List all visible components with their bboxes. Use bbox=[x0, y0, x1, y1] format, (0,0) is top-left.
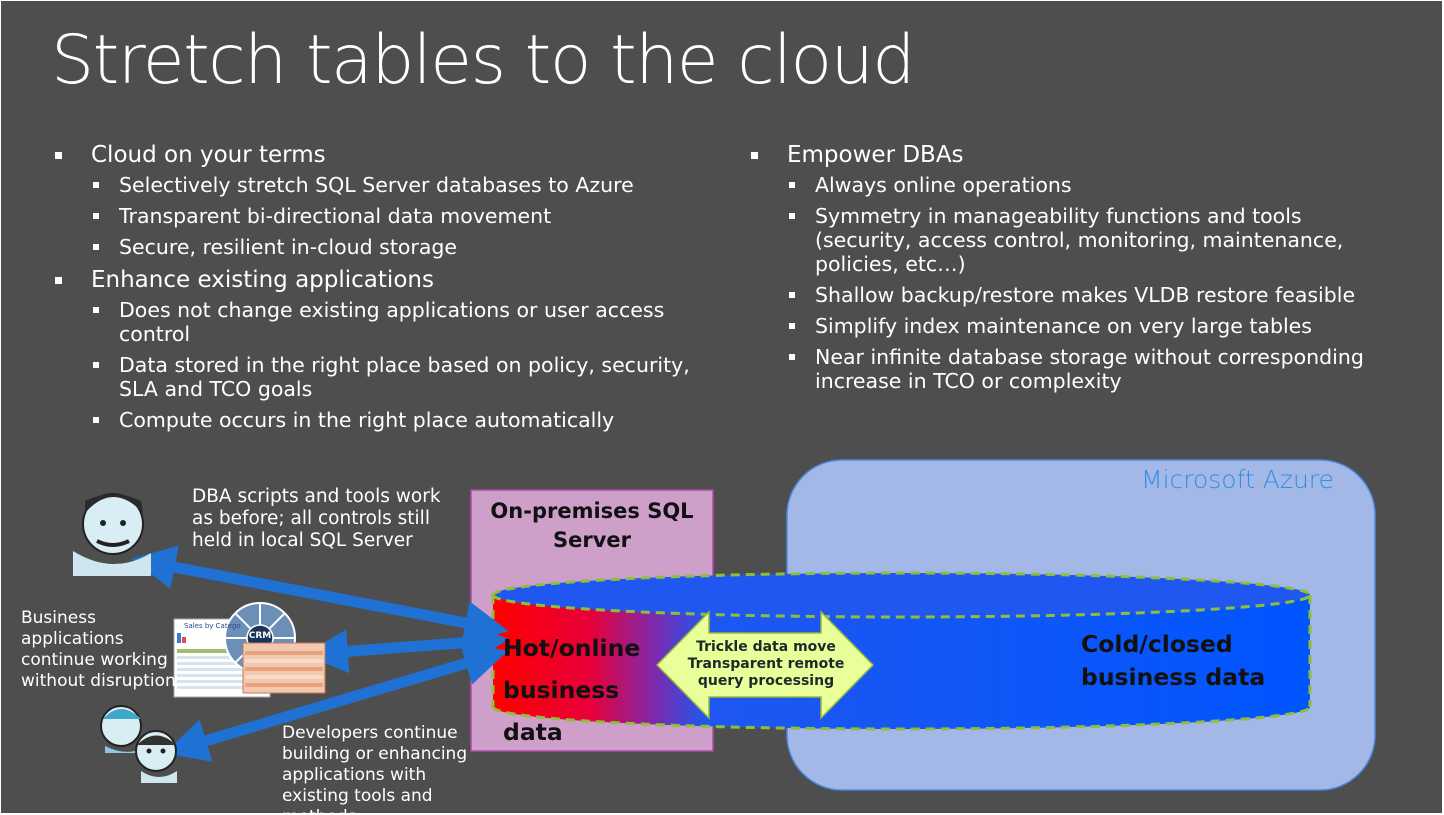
arrow-line-3: query processing bbox=[697, 673, 835, 689]
onprem-label: On-premises SQL Server bbox=[490, 499, 694, 552]
right-bullet-column: Empower DBAs Always online operations Sy… bbox=[749, 139, 1409, 400]
slide-title: Stretch tables to the cloud bbox=[51, 21, 915, 100]
report-label: Sales by Catego bbox=[184, 622, 241, 630]
sub-bullet: Secure, resilient in-cloud storage bbox=[93, 235, 713, 259]
sub-bullet: Does not change existing applications or… bbox=[93, 298, 679, 346]
bullet-cloud-terms: Cloud on your terms bbox=[53, 141, 713, 169]
developer-person-icon bbox=[100, 705, 177, 783]
sub-bullet: Simplify index maintenance on very large… bbox=[789, 314, 1409, 338]
business-caption: Business applications continue working w… bbox=[21, 608, 176, 691]
sub-bullet: Data stored in the right place based on … bbox=[93, 353, 699, 401]
bullet-enhance-apps: Enhance existing applications bbox=[53, 266, 713, 294]
bullet-empower-dbas: Empower DBAs bbox=[749, 141, 1409, 169]
trickle-double-arrow bbox=[655, 610, 875, 720]
sub-bullet: Compute occurs in the right place automa… bbox=[93, 408, 713, 432]
left-bullet-column: Cloud on your terms Selectively stretch … bbox=[53, 139, 713, 439]
dba-connector-arrow bbox=[131, 545, 509, 645]
sub-bullet: Transparent bi-directional data movement bbox=[93, 204, 713, 228]
sub-bullet: Always online operations bbox=[789, 173, 1409, 197]
azure-label: Microsoft Azure bbox=[1141, 465, 1334, 494]
dba-person-icon bbox=[73, 493, 151, 576]
crm-label: CRM bbox=[248, 631, 272, 641]
sub-bullet: Shallow backup/restore makes VLDB restor… bbox=[789, 283, 1409, 307]
dba-caption: DBA scripts and tools work as before; al… bbox=[192, 486, 441, 551]
business-connector-arrow bbox=[304, 620, 509, 674]
sub-bullet: Near infinite database storage without c… bbox=[789, 345, 1375, 393]
arrow-label: Trickle data move Transparent remote que… bbox=[681, 639, 851, 690]
hot-data-label: Hot/online business data bbox=[503, 634, 641, 746]
developer-caption: Developers continue building or enhancin… bbox=[282, 723, 468, 813]
arrow-line-1: Trickle data move bbox=[696, 639, 836, 655]
arrow-line-2: Transparent remote bbox=[687, 656, 845, 672]
sub-bullet: Symmetry in manageability functions and … bbox=[789, 204, 1350, 276]
cold-data-label: Cold/closed business data bbox=[1081, 630, 1266, 691]
sub-bullet: Selectively stretch SQL Server databases… bbox=[93, 173, 713, 197]
dev-connector-arrow bbox=[163, 642, 509, 762]
spreadsheet-icon bbox=[242, 642, 326, 694]
